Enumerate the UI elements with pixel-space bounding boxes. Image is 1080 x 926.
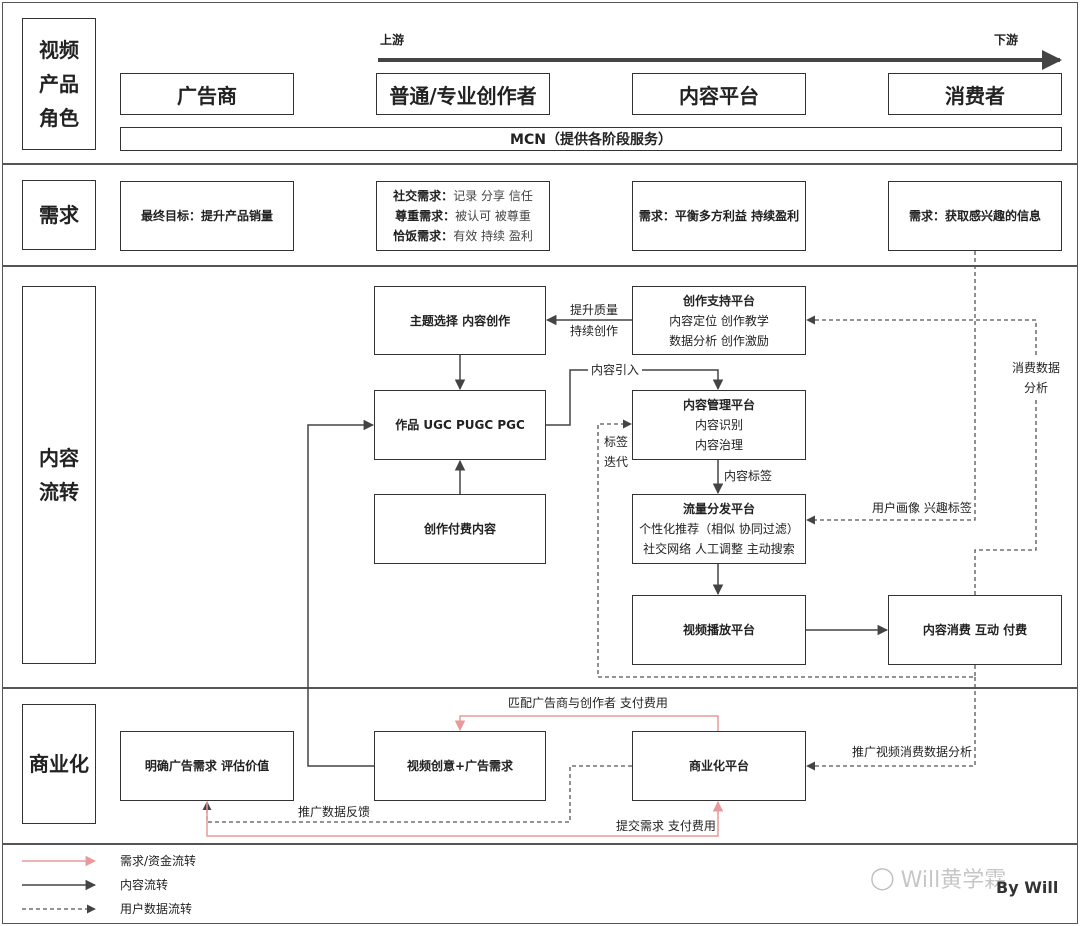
node-traffic-distribution-title: 流量分发平台 (682, 502, 755, 516)
edge-label-improve-quality: 提升质量 (570, 303, 619, 317)
node-traffic-distribution-line1: 个性化推荐（相似 协同过滤） (639, 522, 799, 536)
role-consumer-label: 消费者 (945, 83, 1005, 108)
demand-advertiser: 最终目标：提升产品销量 (120, 181, 294, 251)
demand-creator: 社交需求：记录 分享 信任 尊重需求：被认可 被尊重 恰饭需求：有效 持续 盈利 (376, 181, 550, 251)
legend-content-flow: 内容流转 (120, 878, 169, 892)
lane-demand (2, 164, 1078, 266)
demand-creator-respect-value: 被认可 被尊重 (455, 209, 531, 223)
node-clarify-ad-needs-label: 明确广告需求 评估价值 (144, 759, 270, 773)
node-creation-support-line2: 数据分析 创作激励 (669, 333, 769, 348)
role-mcn-label: MCN（提供各阶段服务） (510, 132, 672, 148)
upstream-label: 上游 (380, 33, 405, 47)
edge-label-analysis: 分析 (1024, 378, 1049, 398)
node-creation-support: 创作支持平台 内容定位 创作教学 数据分析 创作激励 (632, 286, 806, 355)
node-content-management-line2: 内容治理 (694, 438, 743, 452)
role-creator: 普通/专业创作者 (376, 73, 550, 115)
node-clarify-ad-needs: 明确广告需求 评估价值 (120, 731, 294, 801)
node-commerce-platform-label: 商业化平台 (688, 759, 749, 773)
demand-consumer: 需求：获取感兴趣的信息 (888, 181, 1062, 251)
node-commerce-platform: 商业化平台 (632, 731, 806, 801)
node-content-consumption: 内容消费 互动 付费 (888, 595, 1062, 665)
node-traffic-distribution-line2: 社交网络 人工调整 主动搜索 (643, 542, 795, 556)
node-works-label: 作品 UGC PUGC PGC (395, 418, 525, 432)
node-video-player-label: 视频播放平台 (682, 623, 755, 637)
edge-label-user-profile: 用户画像 兴趣标签 (872, 501, 972, 515)
lane-roles (2, 2, 1078, 164)
lane-legend (2, 844, 1078, 924)
node-content-consumption-label: 内容消费 互动 付费 (922, 623, 1028, 637)
role-advertiser-label: 广告商 (177, 83, 237, 108)
demand-creator-living: 恰饭需求：有效 持续 盈利 (393, 226, 533, 246)
demand-creator-social-value: 记录 分享 信任 (453, 189, 533, 203)
node-traffic-distribution: 流量分发平台 个性化推荐（相似 协同过滤） 社交网络 人工调整 主动搜索 (632, 494, 806, 564)
lane-label-demand: 需求 (22, 180, 96, 250)
node-content-management: 内容管理平台 内容识别 内容治理 (632, 390, 806, 460)
demand-creator-respect: 尊重需求：被认可 被尊重 (395, 206, 531, 226)
node-topic-creation: 主题选择 内容创作 (374, 286, 546, 355)
role-consumer: 消费者 (888, 73, 1062, 115)
node-topic-creation-label: 主题选择 内容创作 (409, 313, 511, 328)
node-paid-content-label: 创作付费内容 (423, 522, 496, 536)
demand-creator-respect-key: 尊重需求： (395, 209, 456, 223)
edge-label-submit: 提交需求 支付费用 (616, 819, 716, 833)
role-creator-label: 普通/专业创作者 (389, 83, 537, 108)
lane-label-content: 内容 流转 (22, 286, 96, 664)
demand-creator-living-value: 有效 持续 盈利 (453, 229, 533, 243)
node-creation-support-line1: 内容定位 创作教学 (669, 313, 769, 328)
demand-consumer-text: 需求：获取感兴趣的信息 (908, 209, 1041, 223)
node-video-player: 视频播放平台 (632, 595, 806, 665)
downstream-label: 下游 (994, 33, 1019, 47)
node-video-creative-label: 视频创意+广告需求 (406, 759, 514, 773)
edge-label-content-tags: 内容标签 (724, 469, 773, 483)
demand-advertiser-text: 最终目标：提升产品销量 (140, 209, 273, 223)
watermark-channel: Will黄学霖 (900, 868, 1007, 893)
demand-creator-social-key: 社交需求： (393, 189, 454, 203)
node-works: 作品 UGC PUGC PGC (374, 390, 546, 460)
edge-label-keep-creating: 持续创作 (570, 324, 619, 338)
demand-platform: 需求：平衡多方利益 持续盈利 (632, 181, 806, 251)
demand-creator-living-key: 恰饭需求： (393, 229, 454, 243)
lane-content (2, 266, 1078, 688)
legend-user-data: 用户数据流转 (120, 902, 193, 916)
edge-label-tag: 标签 (604, 435, 629, 449)
legend-demand-money: 需求/资金流转 (120, 854, 197, 868)
role-advertiser: 广告商 (120, 73, 294, 115)
node-content-management-line1: 内容识别 (694, 418, 743, 432)
lane-label-roles: 视频 产品 角色 (22, 18, 96, 150)
edge-label-content-intro: 内容引入 (588, 360, 643, 380)
edge-label-match: 匹配广告商与创作者 支付费用 (508, 696, 668, 710)
role-platform-label: 内容平台 (679, 83, 759, 108)
lane-label-commerce: 商业化 (22, 704, 96, 824)
watermark: ◯ Will黄学霖 (870, 862, 1006, 894)
demand-creator-social: 社交需求：记录 分享 信任 (393, 186, 533, 206)
node-creation-support-title: 创作支持平台 (682, 293, 755, 308)
role-platform: 内容平台 (632, 73, 806, 115)
edge-label-promo-feedback: 推广数据反馈 (298, 805, 371, 819)
lane-commerce (2, 688, 1078, 844)
node-paid-content: 创作付费内容 (374, 494, 546, 564)
watermark-credit: By Will (996, 878, 1059, 897)
wechat-icon: ◯ (870, 865, 895, 891)
edge-label-iterate: 迭代 (604, 455, 629, 469)
node-video-creative: 视频创意+广告需求 (374, 731, 546, 801)
node-content-management-title: 内容管理平台 (682, 398, 755, 412)
role-mcn: MCN（提供各阶段服务） (120, 127, 1062, 151)
edge-label-consume-data: 消费数据 (1012, 358, 1061, 378)
edge-label-promo-analysis: 推广视频消费数据分析 (852, 745, 973, 759)
demand-platform-text: 需求：平衡多方利益 持续盈利 (638, 209, 800, 223)
